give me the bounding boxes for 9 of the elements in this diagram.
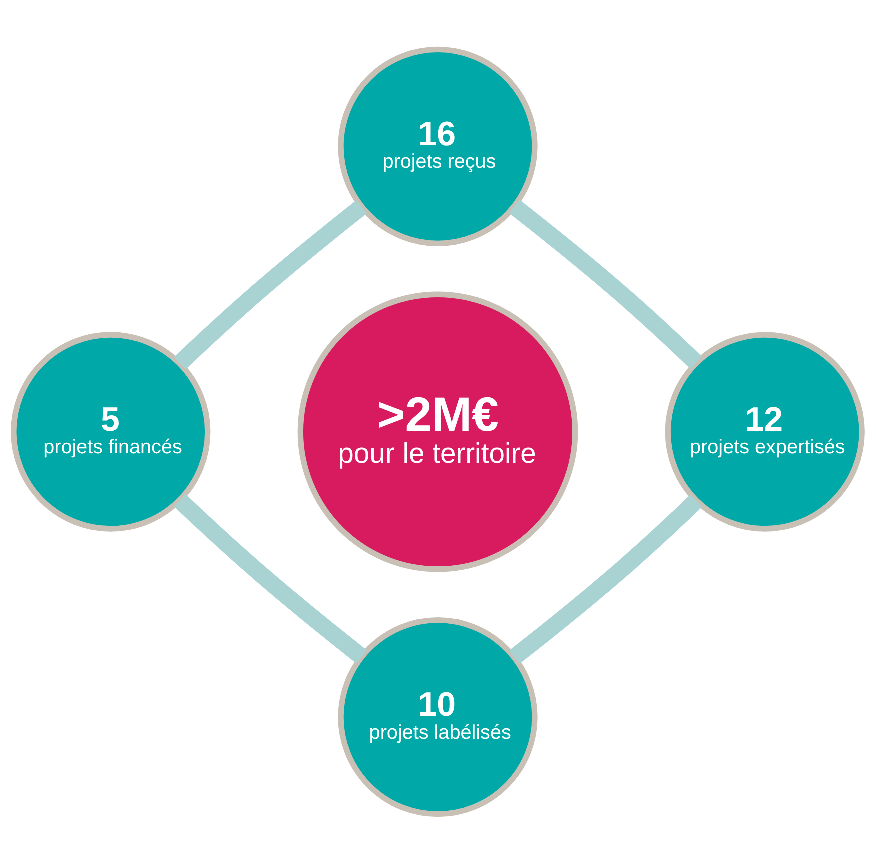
node-circle: 5 projets financés [11, 332, 211, 532]
connector [174, 200, 368, 370]
connector [509, 199, 702, 369]
node-circle: >2M€ pour le territoire [298, 291, 578, 572]
connector [509, 494, 702, 664]
node-circle: 10 projets labélisés [338, 617, 538, 817]
connector [174, 494, 368, 664]
node-circle: 12 projets expertisés [665, 332, 865, 532]
node-circle: 16 projets reçus [338, 46, 538, 246]
